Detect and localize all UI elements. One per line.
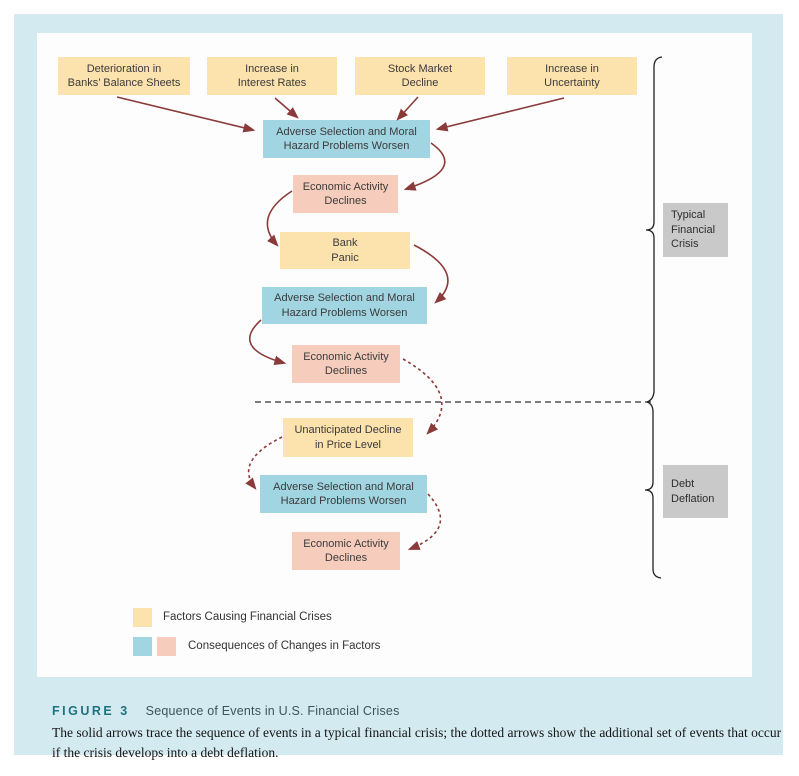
bracket-label-debt-deflation: Debt Deflation xyxy=(663,465,728,518)
legend-swatch-factor xyxy=(133,608,152,627)
node-adverse-selection-3: Adverse Selection and Moral Hazard Probl… xyxy=(260,475,427,513)
node-economic-decline-1: Economic Activity Declines xyxy=(293,175,398,213)
arrow-adverse2-to-econ2 xyxy=(249,319,287,366)
figure-caption-text: The solid arrows trace the sequence of e… xyxy=(52,725,782,761)
legend-label-factors: Factors Causing Financial Crises xyxy=(163,611,332,623)
node-economic-decline-3: Economic Activity Declines xyxy=(292,532,400,570)
arrow-interest-to-adverse xyxy=(274,97,299,119)
node-adverse-selection-1: Adverse Selection and Moral Hazard Probl… xyxy=(263,120,430,158)
node-adverse-selection-2: Adverse Selection and Moral Hazard Probl… xyxy=(262,287,427,324)
node-bank-panic: Bank Panic xyxy=(280,232,410,269)
node-stock-market-decline: Stock Market Decline xyxy=(355,57,485,95)
page-background: Deterioration in Banks’ Balance Sheets I… xyxy=(14,14,783,760)
brace-debt-deflation xyxy=(644,401,662,579)
figure-caption: FIGURE 3 Sequence of Events in U.S. Fina… xyxy=(52,704,790,764)
braces xyxy=(644,56,663,579)
arrow-deterioration-to-adverse xyxy=(116,96,256,133)
node-increase-interest-rates: Increase in Interest Rates xyxy=(207,57,337,95)
arrow-stock-to-adverse xyxy=(396,96,419,121)
node-deterioration-balance-sheets: Deterioration in Banks’ Balance Sheets xyxy=(58,57,190,95)
legend-label-consequences: Consequences of Changes in Factors xyxy=(188,640,381,652)
node-unanticipated-price-decline: Unanticipated Decline in Price Level xyxy=(283,418,413,457)
node-increase-uncertainty: Increase in Uncertainty xyxy=(507,57,637,95)
brace-typical-crisis xyxy=(645,56,663,403)
legend-swatch-blue xyxy=(133,637,152,656)
figure-title: Sequence of Events in U.S. Financial Cri… xyxy=(145,704,400,718)
node-economic-decline-2: Economic Activity Declines xyxy=(292,345,400,383)
diagram-panel: Deterioration in Banks’ Balance Sheets I… xyxy=(37,33,752,677)
bracket-label-typical-crisis: Typical Financial Crisis xyxy=(663,203,728,257)
legend-swatch-pink xyxy=(157,637,176,656)
figure-number-label: FIGURE 3 xyxy=(52,704,130,718)
arrow-uncertainty-to-adverse xyxy=(435,97,565,132)
